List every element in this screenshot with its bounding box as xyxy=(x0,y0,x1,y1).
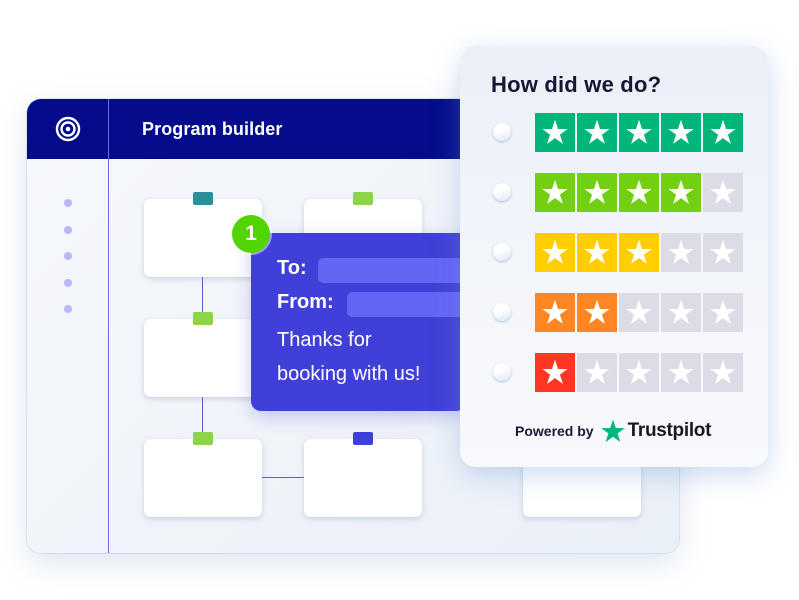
empty-star-icon xyxy=(703,292,743,332)
connector xyxy=(202,276,203,320)
star-rating xyxy=(535,292,743,332)
filled-star-icon xyxy=(577,232,617,272)
node-connector-tab[interactable] xyxy=(353,192,373,205)
filled-star-icon xyxy=(535,112,575,152)
connector xyxy=(202,396,203,440)
empty-star-icon xyxy=(619,352,659,392)
filled-star-icon xyxy=(577,172,617,212)
star-rating xyxy=(535,172,743,212)
sidebar-item[interactable] xyxy=(64,225,72,234)
empty-star-icon xyxy=(703,172,743,212)
rating-radio[interactable] xyxy=(493,183,511,201)
sidebar-item[interactable] xyxy=(64,305,72,314)
from-label: From: xyxy=(277,291,334,313)
filled-star-icon xyxy=(577,292,617,332)
sidebar-nav xyxy=(64,199,72,332)
powered-by-trustpilot: Powered by Trustpilot xyxy=(515,418,711,444)
filled-star-icon xyxy=(577,112,617,152)
rating-radio[interactable] xyxy=(493,303,511,321)
node-connector-tab[interactable] xyxy=(193,312,213,325)
node-connector-tab[interactable] xyxy=(193,192,213,205)
rating-radio[interactable] xyxy=(493,123,511,141)
filled-star-icon xyxy=(661,172,701,212)
to-label: To: xyxy=(277,257,307,279)
email-body-line: Thanks for xyxy=(277,329,372,351)
to-field[interactable] xyxy=(318,258,466,283)
rating-option-5-stars[interactable] xyxy=(493,112,743,152)
star-rating xyxy=(535,352,743,392)
review-title: How did we do? xyxy=(491,72,662,97)
star-rating xyxy=(535,112,743,152)
node-connector-tab[interactable] xyxy=(193,432,213,445)
empty-star-icon xyxy=(661,352,701,392)
empty-star-icon xyxy=(661,292,701,332)
sidebar-item[interactable] xyxy=(64,278,72,287)
filled-star-icon xyxy=(619,112,659,152)
filled-star-icon xyxy=(535,352,575,392)
filled-star-icon xyxy=(535,172,575,212)
review-card: How did we do? Powered by Trustpilot xyxy=(460,46,768,467)
flow-node[interactable] xyxy=(144,432,262,517)
connector xyxy=(261,477,305,478)
empty-star-icon xyxy=(703,352,743,392)
rating-option-4-stars[interactable] xyxy=(493,172,743,212)
sidebar-divider xyxy=(108,99,109,553)
logo[interactable] xyxy=(27,99,109,159)
filled-star-icon xyxy=(661,112,701,152)
target-icon xyxy=(55,116,81,142)
flow-node[interactable] xyxy=(144,312,262,397)
email-step-card[interactable]: To: From: Thanks for booking with us! xyxy=(251,233,466,411)
rating-radio[interactable] xyxy=(493,363,511,381)
rating-option-2-stars[interactable] xyxy=(493,292,743,332)
powered-by-label: Powered by xyxy=(515,423,594,439)
trustpilot-brand: Trustpilot xyxy=(627,420,712,441)
page-title: Program builder xyxy=(142,119,283,139)
trustpilot-star-icon xyxy=(600,419,625,443)
empty-star-icon xyxy=(577,352,617,392)
node-connector-tab[interactable] xyxy=(353,432,373,445)
email-body-line: booking with us! xyxy=(277,363,421,385)
rating-option-3-stars[interactable] xyxy=(493,232,743,272)
from-field[interactable] xyxy=(347,292,466,317)
flow-node[interactable] xyxy=(304,432,422,517)
sidebar-item[interactable] xyxy=(64,252,72,261)
filled-star-icon xyxy=(619,232,659,272)
filled-star-icon xyxy=(535,292,575,332)
step-number-badge: 1 xyxy=(232,215,270,253)
rating-option-1-stars[interactable] xyxy=(493,352,743,392)
empty-star-icon xyxy=(661,232,701,272)
sidebar-item[interactable] xyxy=(64,199,72,207)
empty-star-icon xyxy=(619,292,659,332)
star-rating xyxy=(535,232,743,272)
filled-star-icon xyxy=(535,232,575,272)
email-body: Thanks for booking with us! xyxy=(277,323,420,391)
empty-star-icon xyxy=(703,232,743,272)
filled-star-icon xyxy=(619,172,659,212)
filled-star-icon xyxy=(703,112,743,152)
rating-radio[interactable] xyxy=(493,243,511,261)
